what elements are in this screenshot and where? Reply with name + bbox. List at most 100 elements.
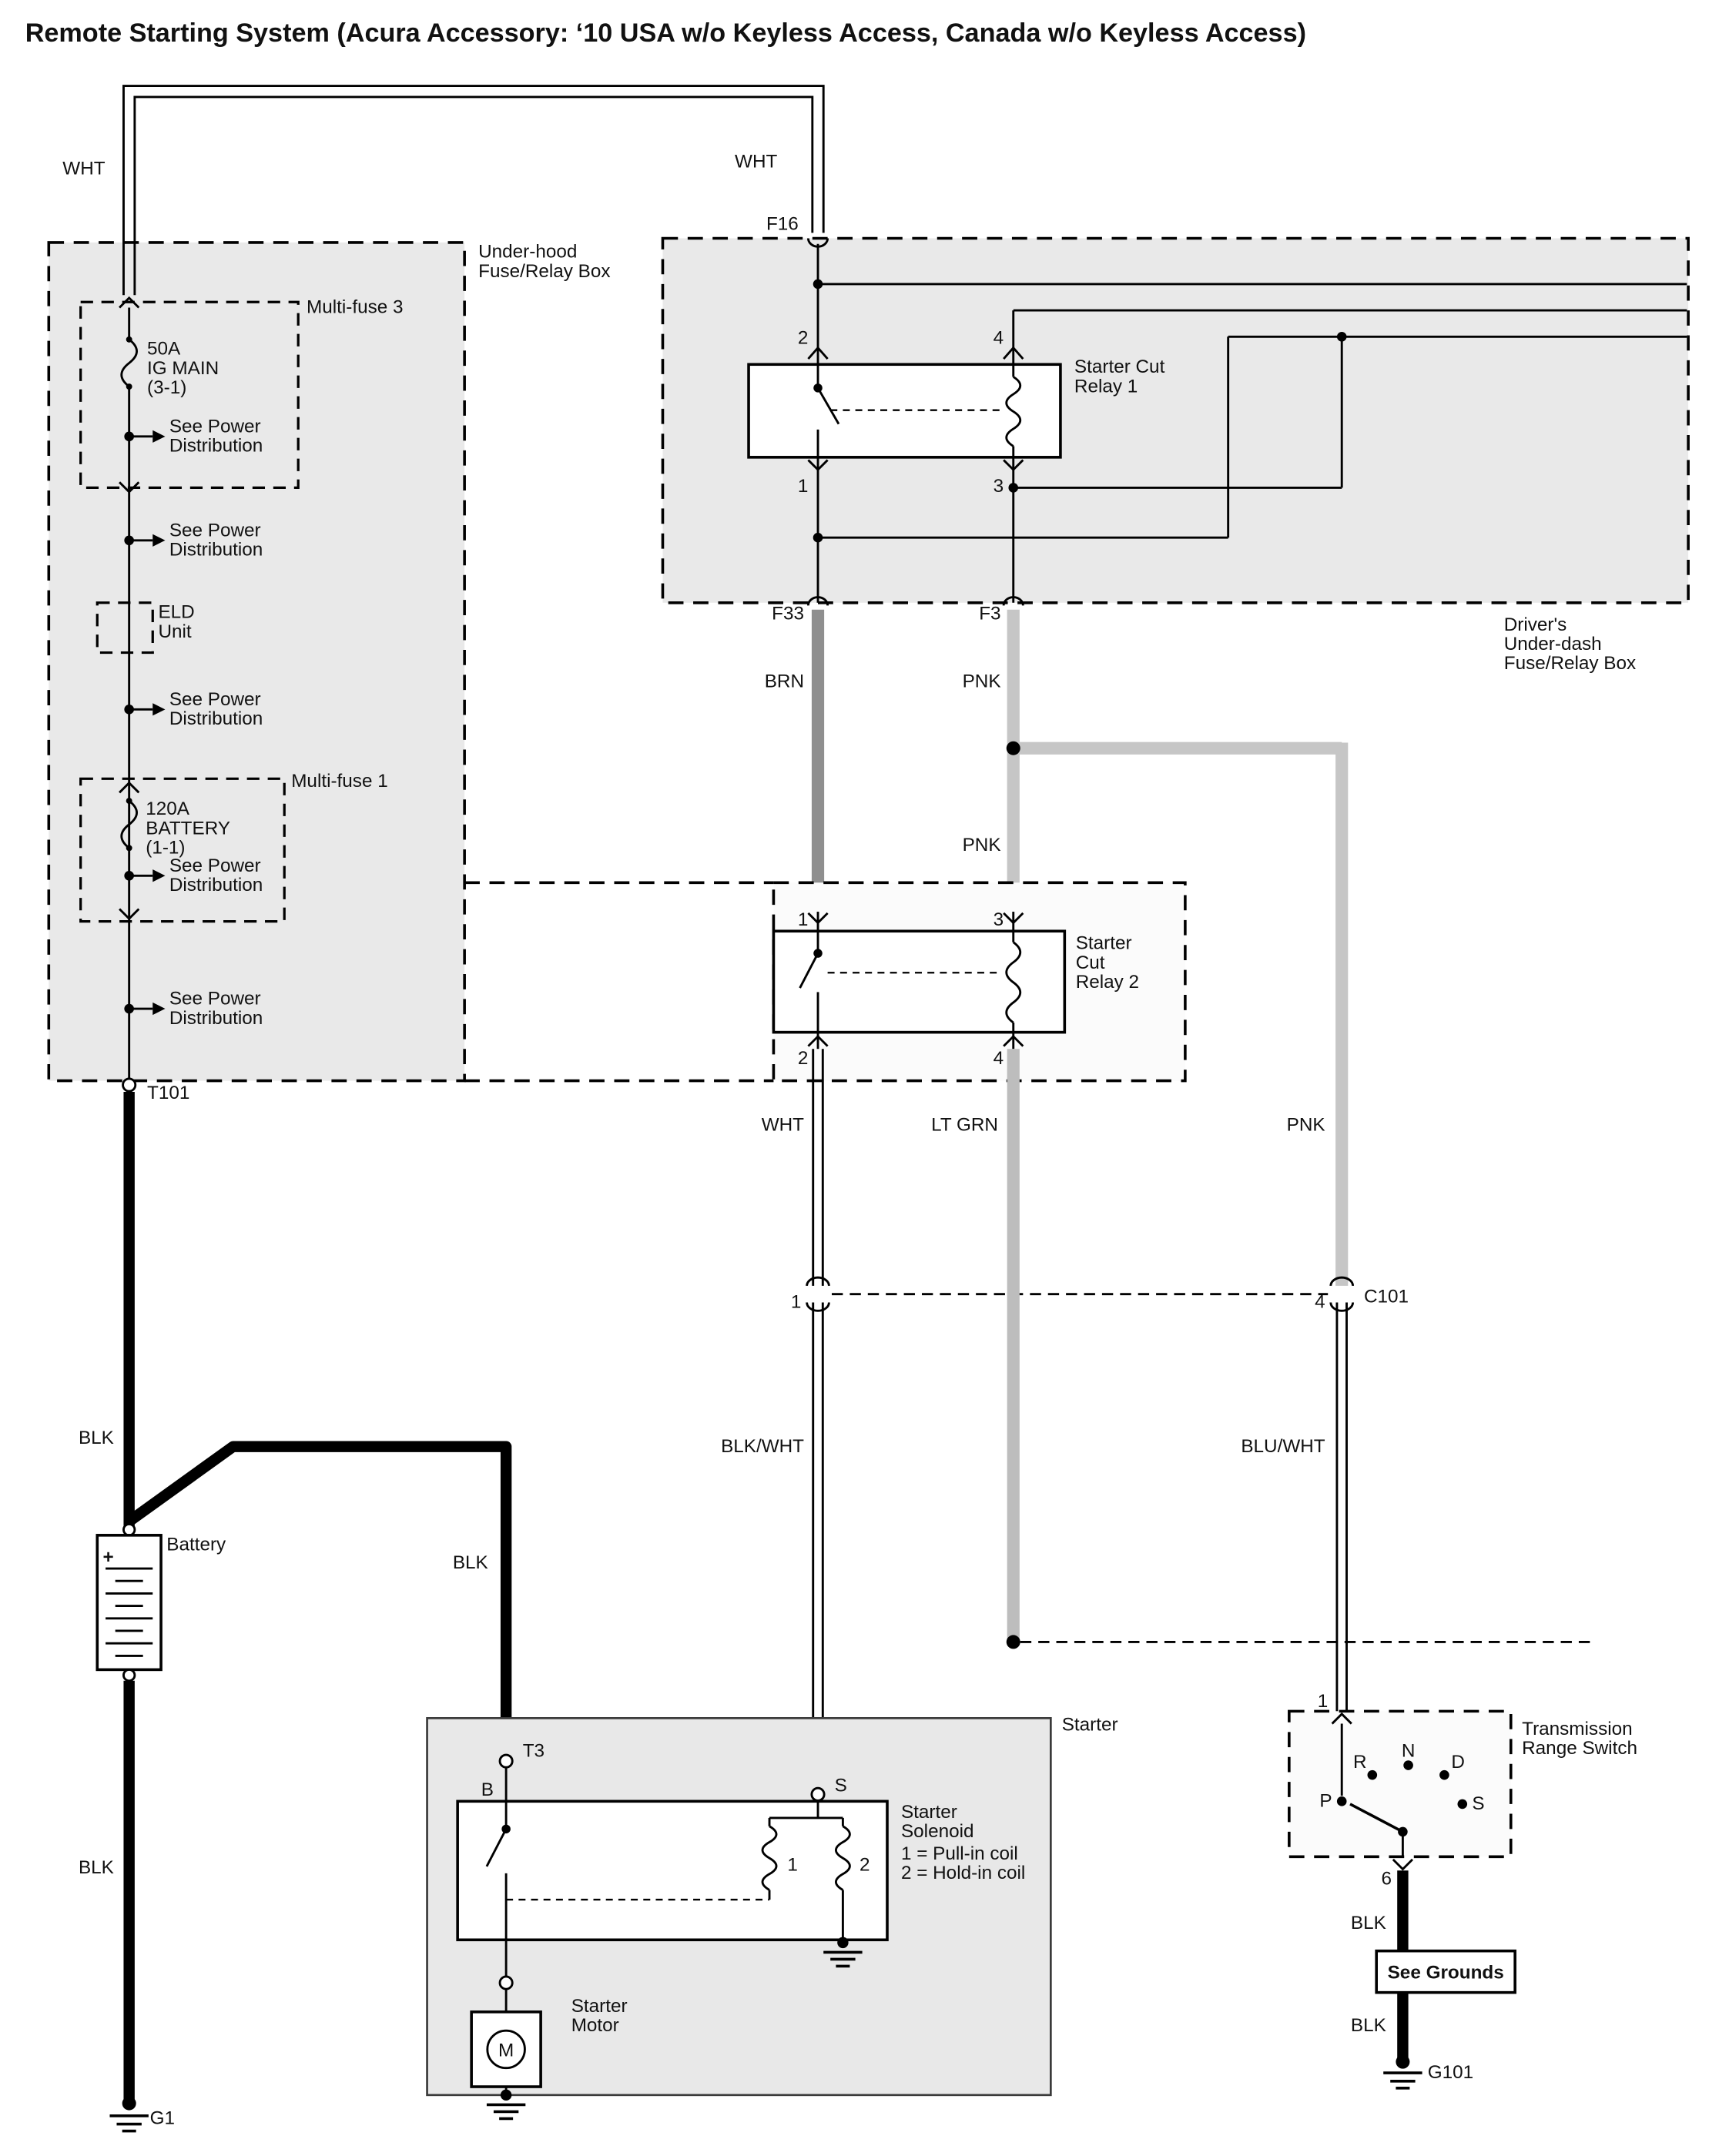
multifuse1-entry-connector [119, 781, 140, 794]
branch-arrow [152, 534, 166, 547]
blk-branch-to-starter [126, 1441, 512, 1755]
see-grounds-box [1375, 1949, 1516, 1994]
see-power-1a: See Power [169, 416, 261, 437]
blk-label-starter-branch: BLK [453, 1552, 488, 1573]
solenoid-ground-icon [823, 1950, 863, 1968]
motor-ground-dot [500, 2089, 512, 2101]
t101-label: T101 [147, 1083, 189, 1103]
relay2-name-3: Relay 2 [1076, 972, 1139, 993]
g1-label: G1 [150, 2108, 175, 2129]
relay2-pin3: 3 [994, 909, 1004, 930]
battery-neg-terminal [122, 1668, 136, 1682]
f33-connector [806, 596, 829, 606]
relay2-pin2: 2 [798, 1048, 809, 1069]
branch-arrow [152, 703, 166, 716]
pnk-wire: PNK PNK PNK [963, 609, 1349, 1286]
trans-switch-label-1: Transmission [1522, 1719, 1632, 1739]
lt-grn-wire: LT GRN [931, 1049, 1594, 1649]
blk-label-trans-top: BLK [1351, 1913, 1386, 1933]
branch-arrow [152, 1002, 166, 1016]
brn-wire: BRN [765, 609, 825, 912]
trans-pos-n: N [1402, 1741, 1416, 1762]
see-power-1b: Distribution [169, 436, 263, 457]
fuse3-rating: 50A [147, 339, 181, 360]
blk-wht-wire: BLK/WHT [721, 1302, 824, 1788]
starter-motor-label-2: Motor [571, 2015, 619, 2036]
branch-arrow [152, 869, 166, 882]
see-power-2b: Distribution [169, 540, 263, 561]
multifuse3-label: Multi-fuse 3 [307, 297, 404, 318]
relay1-pin2: 2 [798, 327, 809, 348]
blk-wht-label: BLK/WHT [721, 1436, 804, 1457]
relay1-name-2: Relay 1 [1074, 376, 1138, 397]
c101-label: C101 [1364, 1287, 1409, 1307]
blk-label-battery-top: BLK [79, 1428, 114, 1448]
relay2-name-1: Starter [1076, 933, 1132, 954]
wht-label-right: WHT [735, 152, 777, 172]
fuse-symbol-120a [120, 799, 138, 849]
solenoid-box [456, 1799, 889, 1942]
solenoid-ground-dot [837, 1937, 849, 1949]
fuse3-code: (3-1) [147, 377, 186, 398]
multifuse1-exit-connector [119, 908, 140, 921]
see-power-2a: See Power [169, 520, 261, 541]
eld-unit-box [96, 601, 154, 654]
wht-mid-label: WHT [762, 1114, 804, 1135]
solenoid-label-1: Starter [901, 1802, 957, 1823]
relay1-pin3: 3 [994, 476, 1004, 497]
fuse1-code: (1-1) [146, 837, 185, 858]
t3-label: T3 [523, 1741, 545, 1762]
underhood-entry-connector [119, 296, 140, 309]
blk-label-trans-bottom: BLK [1351, 2015, 1386, 2036]
transmission-range-switch: Transmission Range Switch 1 R N D P S 6 … [1288, 1691, 1637, 2090]
hold-in-coil [835, 1825, 851, 1891]
starter-label: Starter [1062, 1715, 1118, 1736]
relay2-pin4: 4 [994, 1048, 1004, 1069]
b-terminal-label: B [481, 1779, 494, 1800]
battery-box [96, 1534, 163, 1672]
battery-circuit: BLK BLK + Battery BLK G1 [79, 1091, 512, 2133]
trans-pos-r: R [1353, 1752, 1367, 1773]
f16-label: F16 [766, 214, 799, 235]
underhood-box-label-2: Fuse/Relay Box [478, 261, 610, 282]
multifuse1-box [79, 777, 286, 923]
pull-in-coil [761, 1825, 778, 1891]
underhood-box-outline [47, 241, 466, 1083]
see-power-4b: Distribution [169, 875, 263, 896]
f3-label: F3 [979, 603, 1000, 624]
see-grounds-label: See Grounds [1388, 1963, 1504, 1984]
g101-ground-icon [1383, 2071, 1422, 2090]
multifuse3-exit-connector [119, 481, 140, 494]
f33-label: F33 [772, 603, 804, 624]
underdash-box-label-1: Driver's [1504, 614, 1567, 635]
underhood-internal-circuit: Multi-fuse 3 50A IG MAIN (3-1) See Power… [79, 297, 404, 1103]
starter-motor-label-1: Starter [571, 1996, 628, 2017]
relay1-pin1: 1 [798, 476, 809, 497]
see-power-5a: See Power [169, 989, 261, 1009]
relay2-name-2: Cut [1076, 952, 1105, 973]
trans-pin-top: 1 [1318, 1691, 1329, 1712]
motor-terminal [498, 1975, 514, 1990]
fuse1-rating: 120A [146, 798, 190, 819]
blk-label-battery-bottom: BLK [79, 1857, 114, 1878]
lt-grn-junction-dot [1006, 1635, 1020, 1649]
trans-contact-s [1457, 1799, 1468, 1810]
blu-wht-label: BLU/WHT [1241, 1436, 1325, 1457]
pnk-junction-dot [1006, 741, 1020, 755]
wht-label-left: WHT [62, 159, 105, 179]
multifuse1-label: Multi-fuse 1 [291, 771, 388, 792]
f3-connector [1002, 596, 1024, 606]
battery-plus: + [102, 1547, 113, 1568]
trans-pin-bottom: 6 [1381, 1868, 1392, 1889]
relay2-pin1: 1 [798, 909, 809, 930]
see-power-4a: See Power [169, 855, 261, 876]
relay1-pin4: 4 [994, 327, 1004, 348]
underhood-box-label-1: Under-hood [478, 242, 577, 263]
blu-wht-wire: BLU/WHT [1241, 1302, 1348, 1712]
coil2-label: 2 [860, 1854, 870, 1875]
see-power-5b: Distribution [169, 1008, 263, 1029]
motor-ground-icon [486, 2103, 526, 2121]
fuse1-circuit: BATTERY [146, 818, 230, 839]
